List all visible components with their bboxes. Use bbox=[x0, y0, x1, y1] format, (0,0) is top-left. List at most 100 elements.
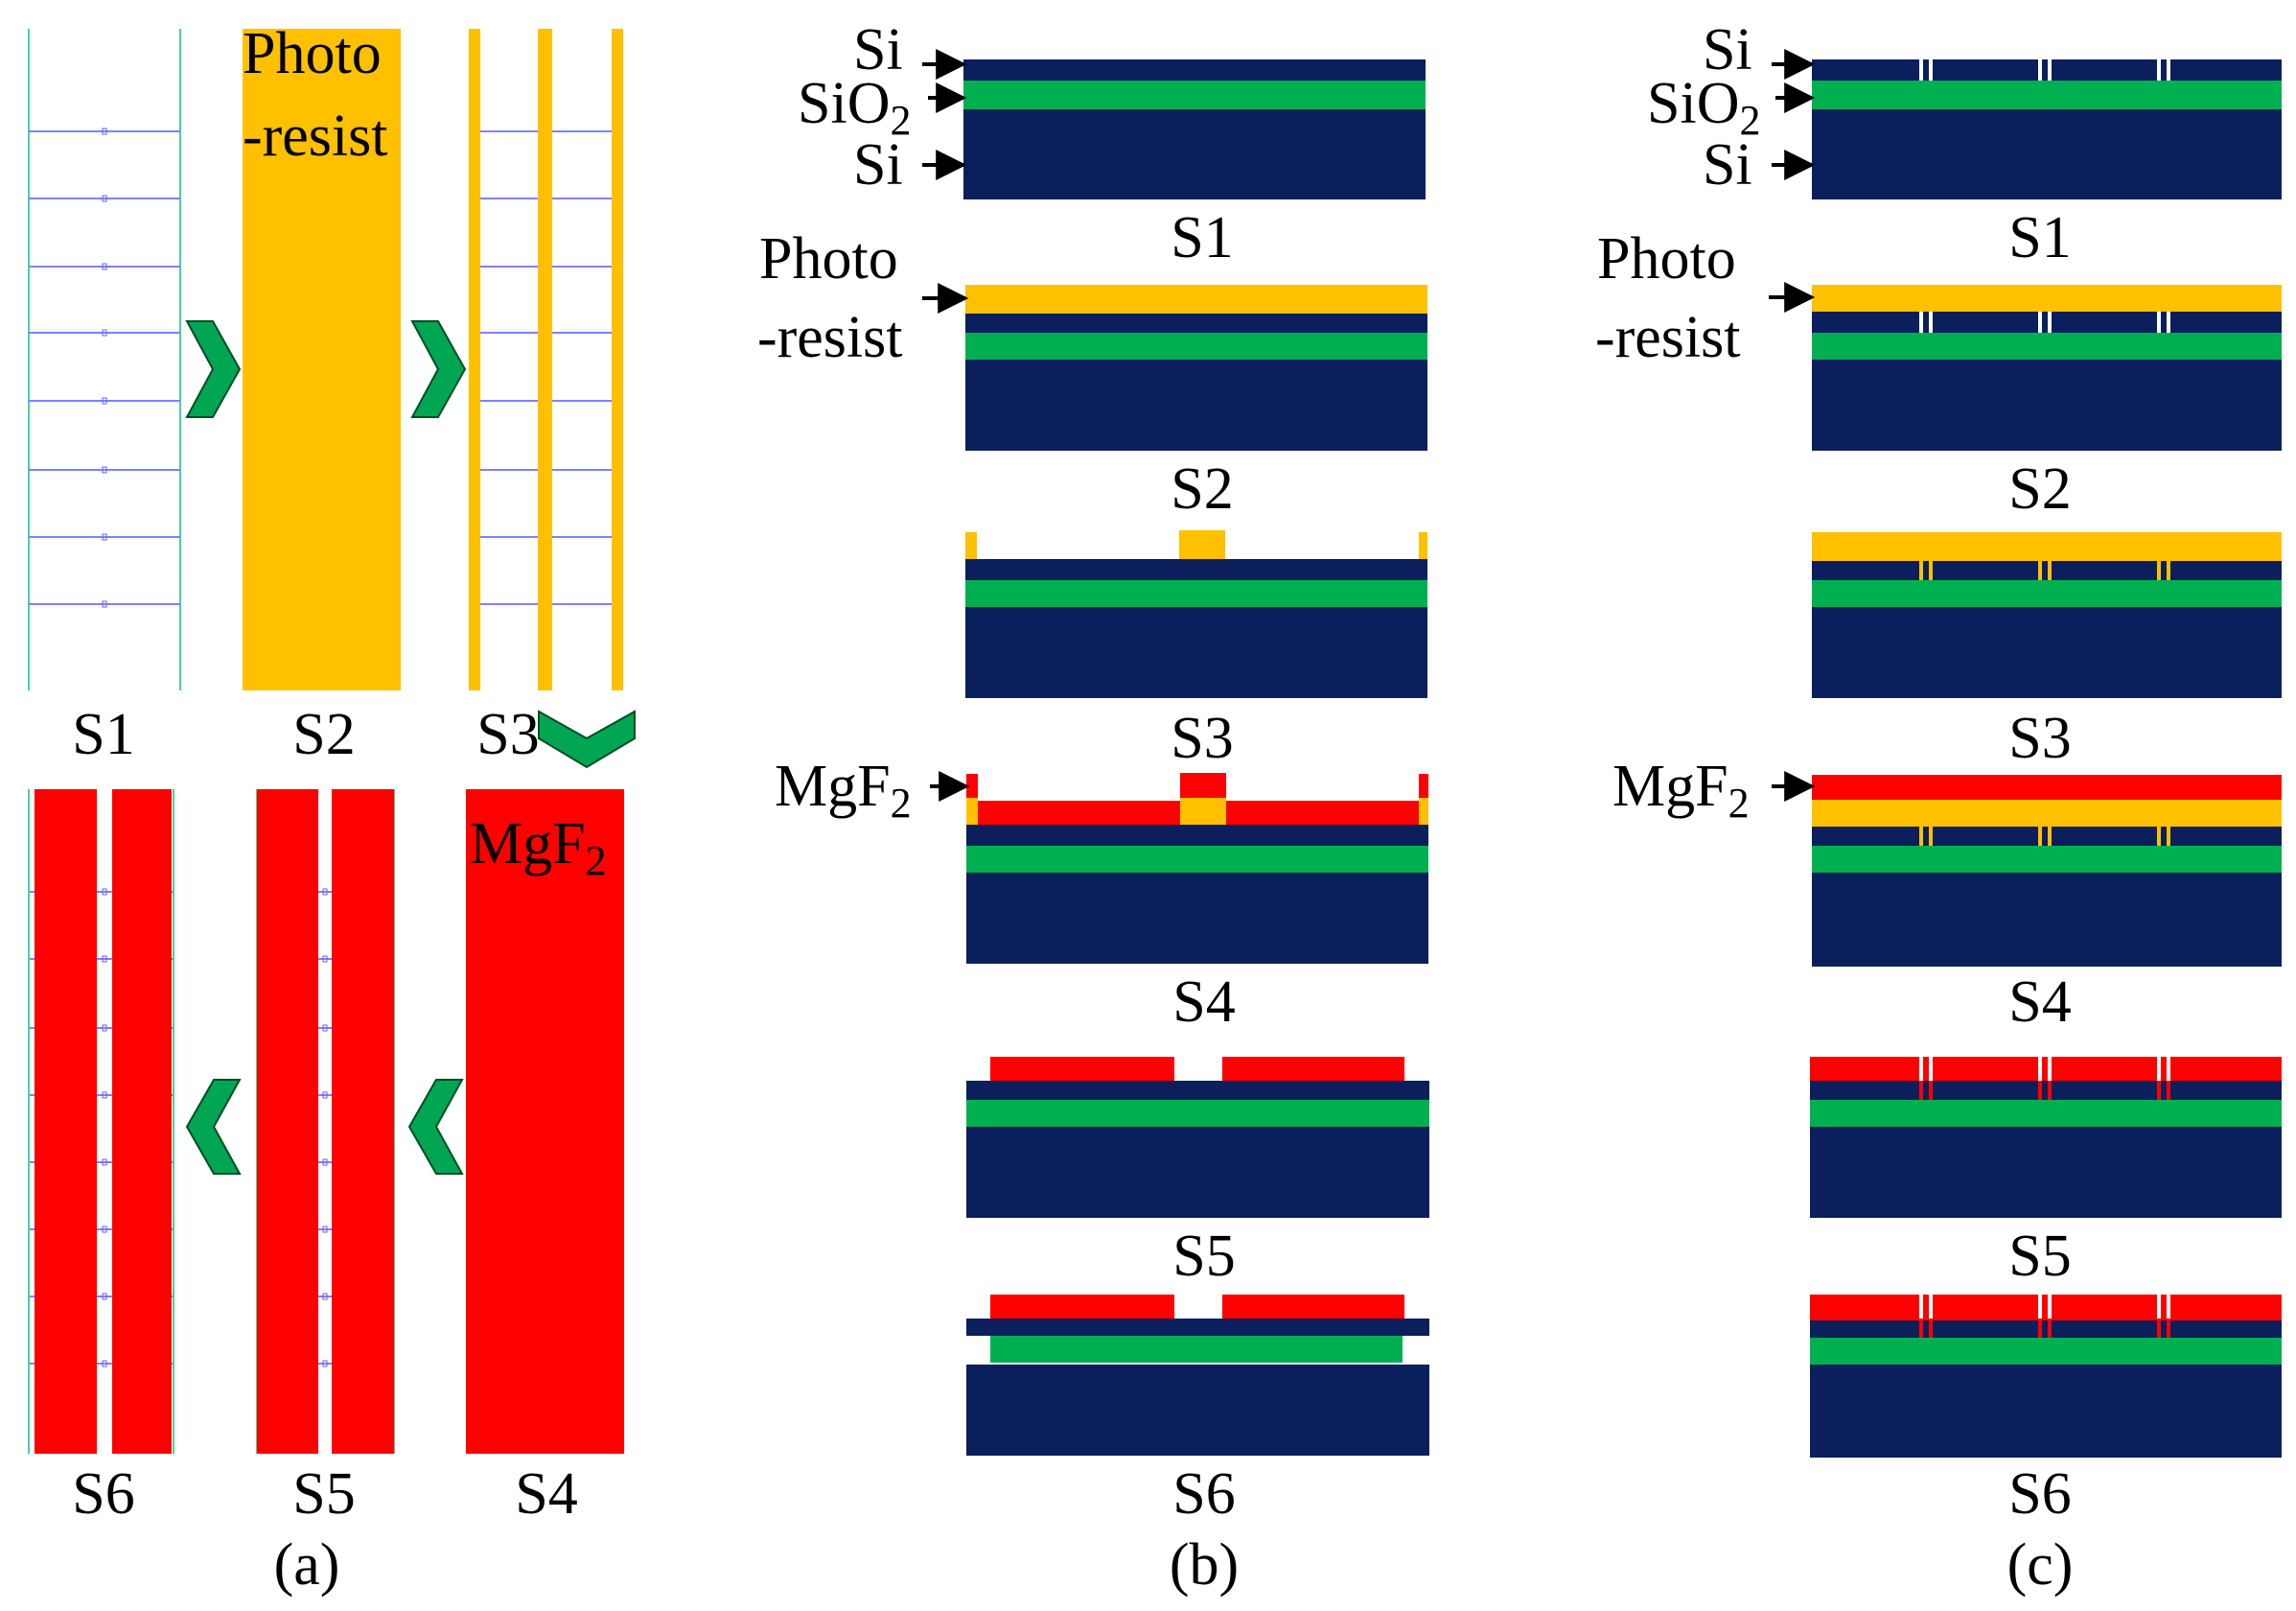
through-hole bbox=[2048, 1057, 2052, 1081]
grid-mark bbox=[322, 888, 328, 896]
through-hole bbox=[1919, 827, 1923, 846]
panel-c-label-s6: S6 bbox=[2008, 1461, 2071, 1527]
arrow-right-icon bbox=[410, 320, 467, 418]
through-hole bbox=[2038, 561, 2042, 580]
through-hole bbox=[1929, 312, 1933, 333]
arrow-left-icon bbox=[185, 1079, 242, 1175]
panel-b-label-s2: S2 bbox=[1171, 456, 1233, 522]
through-hole bbox=[2157, 827, 2161, 846]
through-hole bbox=[2157, 561, 2161, 580]
panel-a-photoresist-label-2: -resist bbox=[243, 104, 388, 169]
panel-b-s3-stack bbox=[965, 530, 1427, 698]
panel-a-label-s6: S6 bbox=[72, 1461, 134, 1527]
panel-a-s2-photoresist bbox=[243, 29, 401, 690]
panel-b-sio2-label: SiO2 bbox=[798, 71, 911, 144]
through-hole bbox=[2048, 312, 2052, 333]
panel-b-caption: (b) bbox=[1170, 1532, 1239, 1598]
panel-a-s1-substrate bbox=[28, 29, 181, 690]
panel-a-s6-final bbox=[28, 789, 174, 1454]
panel-b-photoresist-label-2: -resist bbox=[757, 305, 903, 370]
panel-c-s5-stack bbox=[1810, 1057, 2282, 1218]
panel-c-label-s2: S2 bbox=[2008, 456, 2071, 522]
panel-a-s4-mgf2 bbox=[466, 789, 624, 1454]
through-hole bbox=[2167, 312, 2170, 333]
panel-c-sio2-label: SiO2 bbox=[1647, 71, 1760, 144]
through-hole-fill bbox=[2157, 1319, 2161, 1338]
through-hole bbox=[2167, 59, 2170, 81]
holes bbox=[1919, 312, 2170, 333]
arrow-left-icon bbox=[407, 1079, 464, 1175]
through-hole-fill bbox=[1929, 1319, 1933, 1338]
arrow-down-icon bbox=[538, 710, 636, 769]
panel-b-s2-stack bbox=[965, 285, 1427, 451]
grid-mark bbox=[102, 533, 107, 541]
grid-mark bbox=[102, 195, 107, 202]
through-hole bbox=[1919, 1057, 1923, 1081]
panel-b-label-s3: S3 bbox=[1171, 706, 1233, 771]
panel-c-mgf2-label: MgF2 bbox=[1612, 754, 1750, 827]
grid-mark bbox=[102, 329, 107, 337]
grid-mark bbox=[102, 466, 107, 474]
panel-b-label-s4: S4 bbox=[1172, 969, 1235, 1035]
panel-b: Si SiO2 Si S1 Photo -resist S2 S3 bbox=[757, 17, 1429, 1598]
through-hole-fill bbox=[2167, 1319, 2170, 1338]
through-hole-fill bbox=[2048, 1319, 2052, 1338]
through-hole bbox=[2167, 1295, 2170, 1319]
panel-c-label-s1: S1 bbox=[2008, 205, 2071, 270]
grid-lines bbox=[29, 128, 180, 608]
through-hole bbox=[1919, 561, 1923, 580]
through-hole bbox=[1929, 1295, 1933, 1319]
panel-b-s6-stack bbox=[966, 1295, 1429, 1456]
panel-c-s2-stack bbox=[1812, 285, 2282, 451]
through-hole-fill bbox=[2157, 1081, 2161, 1100]
grid-mark bbox=[102, 397, 107, 405]
through-hole bbox=[1929, 59, 1933, 81]
through-hole-fill bbox=[1919, 1081, 1923, 1100]
holes bbox=[1919, 1295, 2170, 1338]
through-hole-fill bbox=[2038, 1081, 2042, 1100]
panel-a-caption: (a) bbox=[274, 1532, 340, 1598]
through-hole-fill bbox=[2167, 1081, 2170, 1100]
through-hole bbox=[2157, 1057, 2161, 1081]
through-hole bbox=[2038, 827, 2042, 846]
through-hole-fill bbox=[2048, 1081, 2052, 1100]
panel-c: Si SiO2 Si S1 Photo -resist S2 S3 bbox=[1595, 17, 2282, 1598]
panel-c-s3-stack bbox=[1812, 532, 2282, 698]
through-hole bbox=[1929, 1057, 1933, 1081]
through-hole bbox=[2167, 1057, 2170, 1081]
panel-b-s5-stack bbox=[966, 1057, 1429, 1218]
through-hole bbox=[2157, 1295, 2161, 1319]
through-hole bbox=[2038, 1057, 2042, 1081]
through-hole bbox=[2167, 561, 2170, 580]
grid-mark bbox=[102, 888, 107, 896]
panel-b-mgf2-label: MgF2 bbox=[775, 754, 912, 827]
panel-b-si-bottom-label: Si bbox=[853, 132, 903, 198]
panel-c-label-s4: S4 bbox=[2008, 969, 2071, 1035]
panel-a: Photo -resist MgF2 bbox=[28, 21, 636, 1598]
through-hole bbox=[1929, 561, 1933, 580]
through-hole bbox=[2048, 1295, 2052, 1319]
holes bbox=[1919, 59, 2170, 81]
grid-mark bbox=[102, 1226, 107, 1233]
panel-c-label-s3: S3 bbox=[2008, 706, 2071, 771]
panel-b-si-top-label: Si bbox=[853, 17, 903, 82]
through-hole bbox=[1919, 312, 1923, 333]
through-hole bbox=[2048, 59, 2052, 81]
through-hole bbox=[2167, 827, 2170, 846]
panel-a-mgf2-label: MgF2 bbox=[470, 811, 607, 884]
panel-c-s6-stack bbox=[1810, 1295, 2282, 1458]
holes bbox=[1919, 561, 2170, 580]
through-hole bbox=[1919, 1295, 1923, 1319]
panel-a-label-s4: S4 bbox=[515, 1461, 577, 1527]
through-hole bbox=[2038, 1295, 2042, 1319]
panel-c-caption: (c) bbox=[2007, 1532, 2074, 1598]
panel-c-photoresist-label-1: Photo bbox=[1597, 226, 1736, 292]
grid-mark bbox=[102, 1293, 107, 1300]
through-hole-fill bbox=[1919, 1319, 1923, 1338]
panel-c-s1-stack bbox=[1812, 59, 2282, 199]
grid-mark bbox=[102, 1360, 107, 1367]
panel-a-photoresist-label-1: Photo bbox=[243, 21, 382, 86]
through-hole bbox=[2038, 59, 2042, 81]
panel-a-s3-patterned bbox=[469, 29, 623, 690]
